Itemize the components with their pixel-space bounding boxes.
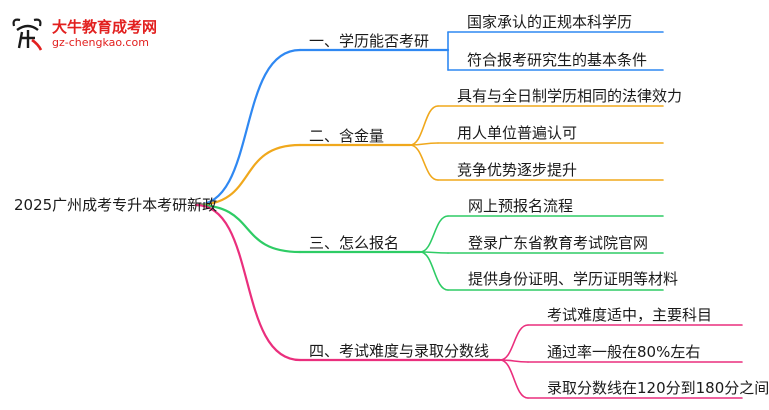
leaf-label: 通过率一般在80%左右 bbox=[547, 343, 701, 361]
leaf-label: 用人单位普遍认可 bbox=[457, 124, 578, 142]
branch-label: 一、学历能否考研 bbox=[309, 32, 430, 50]
branch-label: 四、考试难度与录取分数线 bbox=[309, 342, 490, 360]
mindmap-canvas bbox=[194, 31, 743, 399]
leaf-connector bbox=[499, 359, 529, 399]
leaf-label: 网上预报名流程 bbox=[468, 197, 574, 215]
logo-url: gz-chengkao.com bbox=[52, 36, 149, 49]
leaf-label: 登录广东省教育考试院官网 bbox=[468, 234, 649, 252]
mindmap-root: 2025广州成考专升本考研新政 bbox=[14, 196, 218, 214]
logo-title: 大牛教育成考网 bbox=[52, 18, 158, 36]
leaf-label: 考试难度适中，主要科目 bbox=[547, 306, 713, 324]
leaf-label: 提供身份证明、学历证明等材料 bbox=[468, 270, 679, 288]
leaf-label: 具有与全日制学历相同的法律效力 bbox=[457, 87, 683, 105]
branch-label: 二、含金量 bbox=[309, 127, 385, 145]
leaf-label: 国家承认的正规本科学历 bbox=[467, 13, 633, 31]
branch-connector bbox=[194, 143, 302, 207]
leaf-connector bbox=[409, 144, 439, 181]
leaf-connector bbox=[499, 324, 529, 361]
leaf-connector bbox=[419, 215, 449, 253]
branch-connector bbox=[194, 203, 302, 254]
bull-logo-icon bbox=[12, 18, 43, 51]
leaf-label: 符合报考研究生的基本条件 bbox=[467, 51, 648, 69]
leaf-connector bbox=[419, 251, 449, 291]
branch-connector bbox=[194, 203, 302, 362]
leaf-connector bbox=[409, 105, 439, 146]
leaf-label: 竞争优势逐步提升 bbox=[457, 161, 578, 179]
branch-label: 三、怎么报名 bbox=[309, 234, 400, 252]
branch-connector bbox=[194, 48, 302, 207]
leaf-label: 录取分数线在120分到180分之间 bbox=[547, 379, 769, 397]
brand-logo: 大牛教育成考网 gz-chengkao.com bbox=[8, 14, 173, 54]
